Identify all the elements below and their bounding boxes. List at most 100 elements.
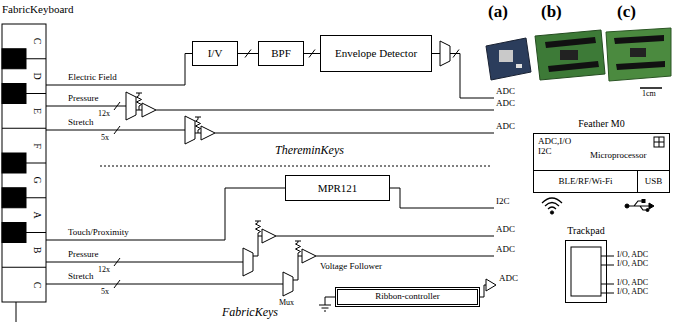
trackpad-electrode bbox=[571, 247, 601, 296]
pin-name: ADC bbox=[496, 245, 515, 255]
bus-width: 12x bbox=[98, 266, 110, 275]
usb-icon bbox=[625, 204, 629, 208]
figure-title: FabricKeyboard bbox=[2, 3, 73, 15]
keyboard-stem bbox=[16, 302, 17, 322]
key-name: F bbox=[32, 143, 43, 149]
bus-slash bbox=[114, 258, 120, 288]
process-box: Envelope Detector bbox=[320, 35, 432, 72]
process-box: I/V bbox=[192, 41, 238, 66]
pin-name: I/O, ADC bbox=[617, 288, 648, 297]
key-name: C bbox=[32, 38, 43, 45]
usb-icon bbox=[649, 203, 654, 209]
panel-letter: (b) bbox=[541, 3, 562, 22]
microcontroller-board: Feather M0ADC,I/O I2CMicroprocessorBLE/R… bbox=[533, 133, 670, 193]
pin-name: ADC bbox=[496, 225, 515, 235]
section-name: FabricKeys bbox=[222, 306, 278, 319]
box-label: BPF bbox=[271, 47, 291, 59]
black-key bbox=[2, 188, 26, 208]
header-strip bbox=[616, 61, 665, 70]
multiplexer-symbol bbox=[126, 41, 450, 144]
bus-slash bbox=[114, 50, 459, 135]
key-divider bbox=[2, 59, 46, 268]
expansion-symbol bbox=[654, 137, 664, 147]
pin-name: ADC bbox=[496, 122, 515, 132]
pin-name: ADC bbox=[496, 99, 515, 109]
section-divider bbox=[100, 166, 492, 167]
scale-label: 1cm bbox=[642, 90, 656, 99]
wireless-icon bbox=[542, 198, 562, 209]
feather-photo bbox=[486, 38, 531, 80]
component-name: Mux bbox=[279, 299, 294, 308]
pin-name: I/O, ADC bbox=[617, 260, 648, 269]
ribbon-controller: Ribbon-controller bbox=[335, 287, 480, 307]
black-key bbox=[2, 223, 26, 243]
key-name: G bbox=[32, 177, 43, 184]
black-key bbox=[2, 84, 26, 104]
signal-name: Pressure bbox=[68, 250, 99, 260]
pin-name: I/O, ADC bbox=[617, 251, 648, 260]
usb-cell: USB bbox=[637, 170, 670, 193]
trackpad-name: Trackpad bbox=[567, 225, 604, 236]
trackpad-lead bbox=[601, 256, 614, 293]
processor-name: Microprocessor bbox=[590, 151, 646, 161]
resistor-symbol bbox=[255, 221, 301, 256]
pin-name: ADC bbox=[499, 274, 518, 284]
box-label: USB bbox=[645, 177, 663, 187]
process-box: MPR121 bbox=[285, 175, 390, 201]
port-list: ADC,I/O I2C bbox=[538, 137, 571, 157]
usb-icon bbox=[628, 201, 649, 210]
bus-width: 12x bbox=[98, 110, 110, 119]
signal-name: Stretch bbox=[68, 118, 94, 128]
process-box: BPF bbox=[258, 41, 304, 66]
resistor-symbol bbox=[136, 93, 201, 133]
box-label: Envelope Detector bbox=[335, 47, 417, 59]
box-label: MPR121 bbox=[318, 182, 358, 194]
key-name: D bbox=[32, 72, 43, 79]
fabrickeys-board-photo bbox=[535, 30, 605, 80]
opamp-symbol bbox=[142, 103, 215, 140]
signal-name: Electric Field bbox=[68, 73, 117, 83]
key-name: B bbox=[32, 247, 43, 254]
expansion-symbol bbox=[654, 137, 664, 147]
header-strip bbox=[545, 37, 596, 48]
panel-letter: (a) bbox=[488, 3, 508, 22]
box-label: BLE/RF/Wi-Fi bbox=[558, 177, 612, 187]
header-strip bbox=[548, 61, 599, 72]
signal-connector bbox=[238, 53, 258, 54]
box-label: I/V bbox=[208, 47, 223, 59]
scale-bar bbox=[640, 87, 662, 89]
black-key bbox=[2, 49, 26, 69]
board-photos bbox=[486, 28, 671, 88]
chip bbox=[560, 50, 578, 60]
black-key bbox=[2, 153, 26, 173]
box-label: Ribbon-controller bbox=[375, 292, 440, 302]
usb-icon bbox=[646, 209, 649, 212]
chip bbox=[630, 48, 646, 57]
pin-name: ADC bbox=[496, 87, 515, 97]
multiplexer-symbol bbox=[243, 248, 293, 296]
bus-width: 5x bbox=[101, 134, 109, 143]
key-name: A bbox=[32, 211, 43, 218]
radio-cell: BLE/RF/Wi-Fi bbox=[533, 170, 638, 193]
opamp-symbol bbox=[262, 229, 496, 291]
component-name: Voltage Follower bbox=[320, 262, 382, 272]
keyboard-outline bbox=[2, 24, 46, 302]
section-name: ThereminKeys bbox=[275, 144, 344, 157]
board-name: Feather M0 bbox=[578, 118, 624, 129]
thereminkeys-board-photo bbox=[606, 28, 671, 81]
signal-name: Pressure bbox=[68, 94, 99, 104]
panel-letter: (c) bbox=[617, 3, 636, 22]
rf-module bbox=[499, 50, 513, 62]
header-strip bbox=[614, 35, 664, 44]
signal-name: Stretch bbox=[68, 272, 94, 282]
usb-icon bbox=[642, 200, 645, 203]
key-name: E bbox=[32, 108, 43, 114]
ground-symbol bbox=[319, 305, 331, 311]
pin-name: I2C bbox=[496, 197, 510, 207]
signal-connector bbox=[304, 53, 320, 54]
key-name: C bbox=[32, 281, 43, 288]
pin-name: I/O, ADC bbox=[617, 279, 648, 288]
signal-name: Touch/Proximity bbox=[68, 228, 129, 238]
wireless-icon bbox=[550, 211, 553, 214]
